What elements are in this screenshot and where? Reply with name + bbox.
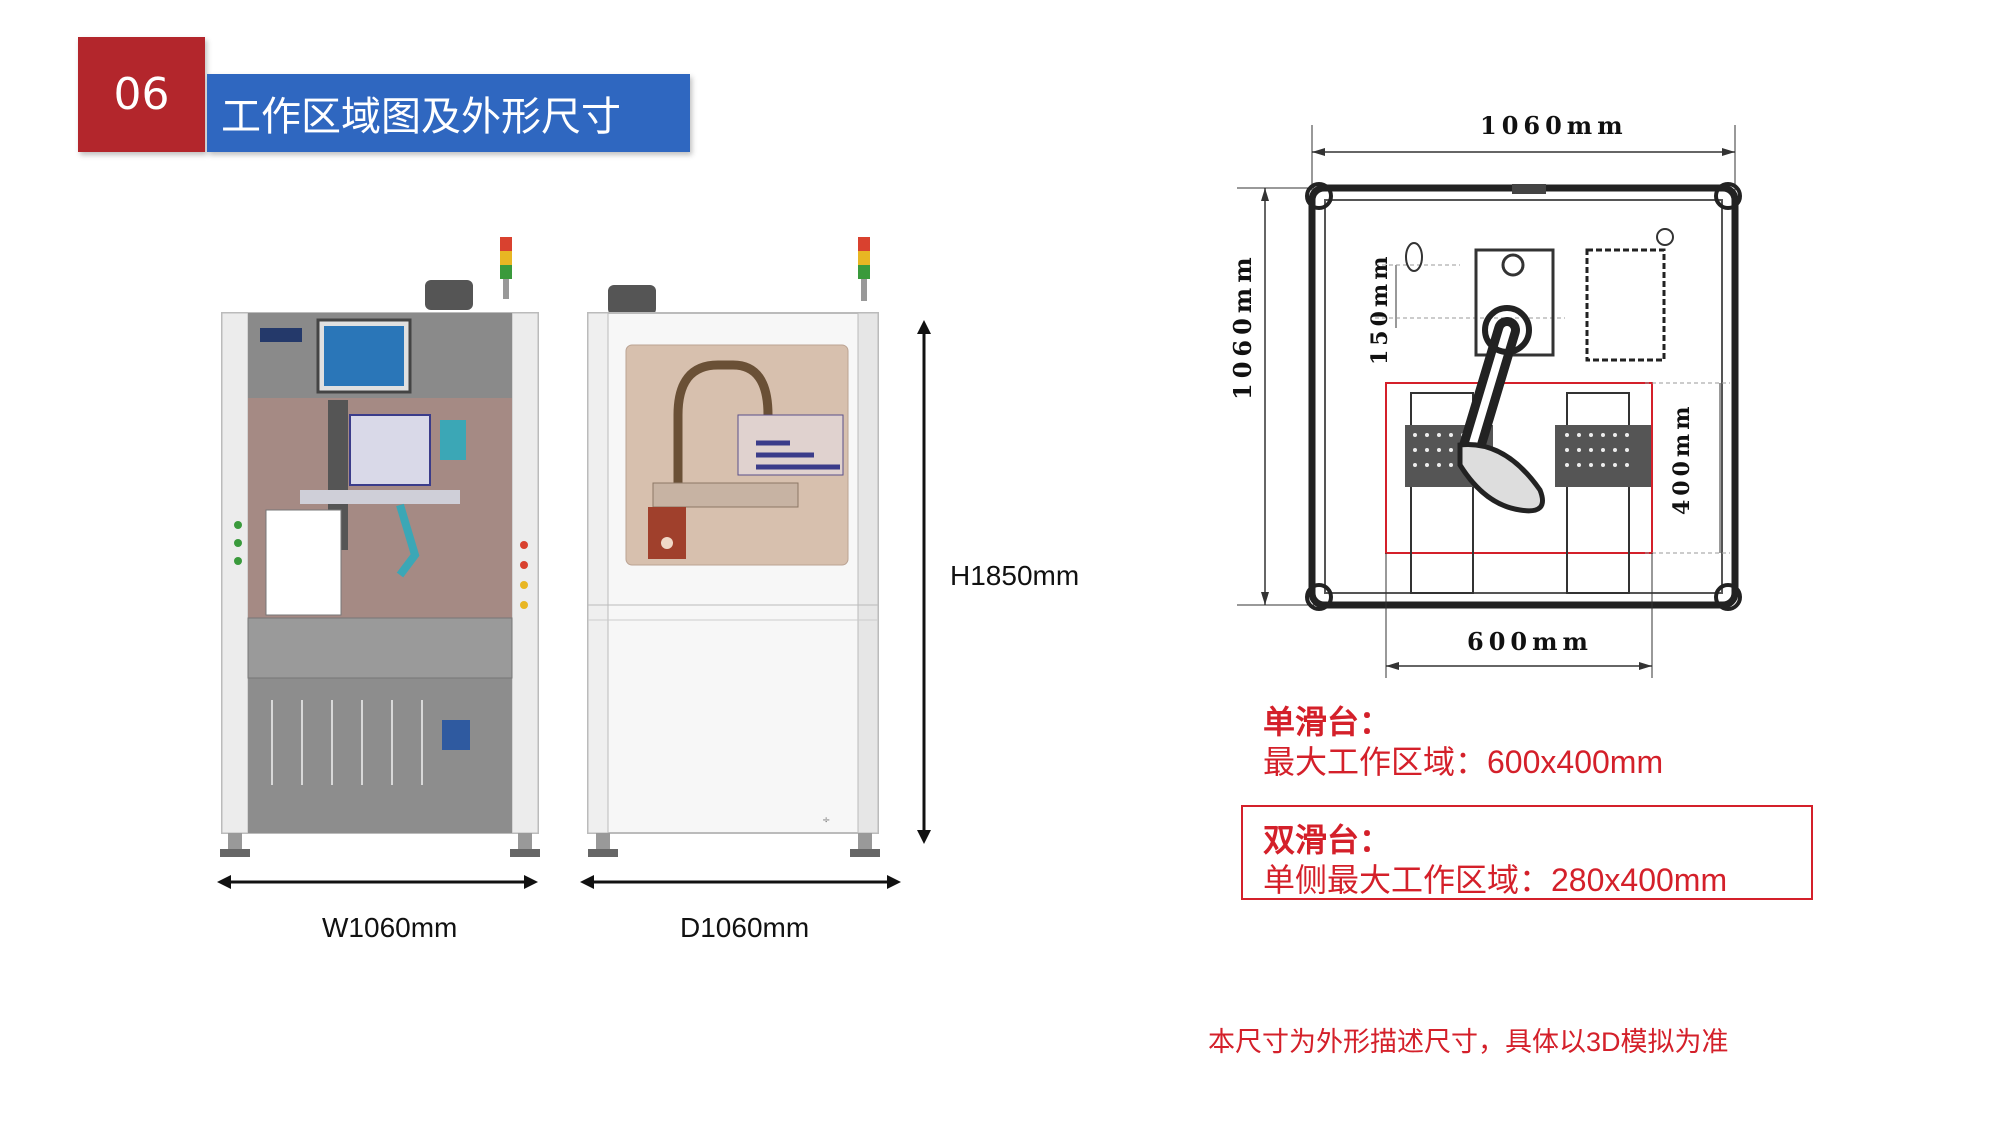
double-slide-title: 双滑台： [1263,822,1392,858]
work-width-label: 600mm [1467,627,1593,656]
height-arrow [917,320,931,844]
height-label: H1850mm [950,560,1080,591]
machine-front-view [220,237,540,857]
offset-label: 150mm [1367,253,1393,365]
depth-label: D1060mm [680,912,810,943]
power-switch-icon [442,720,470,750]
top-width-label: 1060mm [1480,111,1628,140]
svg-text:÷: ÷ [822,815,830,826]
spindle-motor-icon [425,280,473,310]
page-title: 工作区域图及外形尺寸 [221,94,621,140]
single-slide-text: 最大工作区域：600x400mm [1263,744,1664,780]
signal-beacon-icon [858,237,870,301]
robot-base-icon [648,507,686,559]
double-slide-box [1241,805,1813,900]
signal-beacon-icon [500,237,512,299]
section-number: 06 [113,69,170,120]
width-arrow [217,875,538,889]
depth-arrow [580,875,901,889]
left-height-label: 1060mm [1228,252,1257,400]
top-view-drawing: 1060mm 1060mm 150mm 400mm 600mm [1228,111,1742,678]
section-number-badge: 06 [78,37,205,152]
work-height-label: 400mm [1669,403,1695,515]
spindle-motor-icon [608,285,656,315]
machine-side-view: ÷ [587,237,880,857]
width-label: W1060mm [322,912,458,943]
section-title-bar: 工作区域图及外形尺寸 [207,74,690,152]
single-slide-title: 单滑台： [1263,704,1392,740]
footer-note: 本尺寸为外形描述尺寸，具体以3D模拟为准 [1208,1027,1729,1057]
robot-cable-icon [673,360,773,485]
scara-arm-icon [1457,305,1545,514]
double-slide-text: 单侧最大工作区域：280x400mm [1263,862,1728,898]
